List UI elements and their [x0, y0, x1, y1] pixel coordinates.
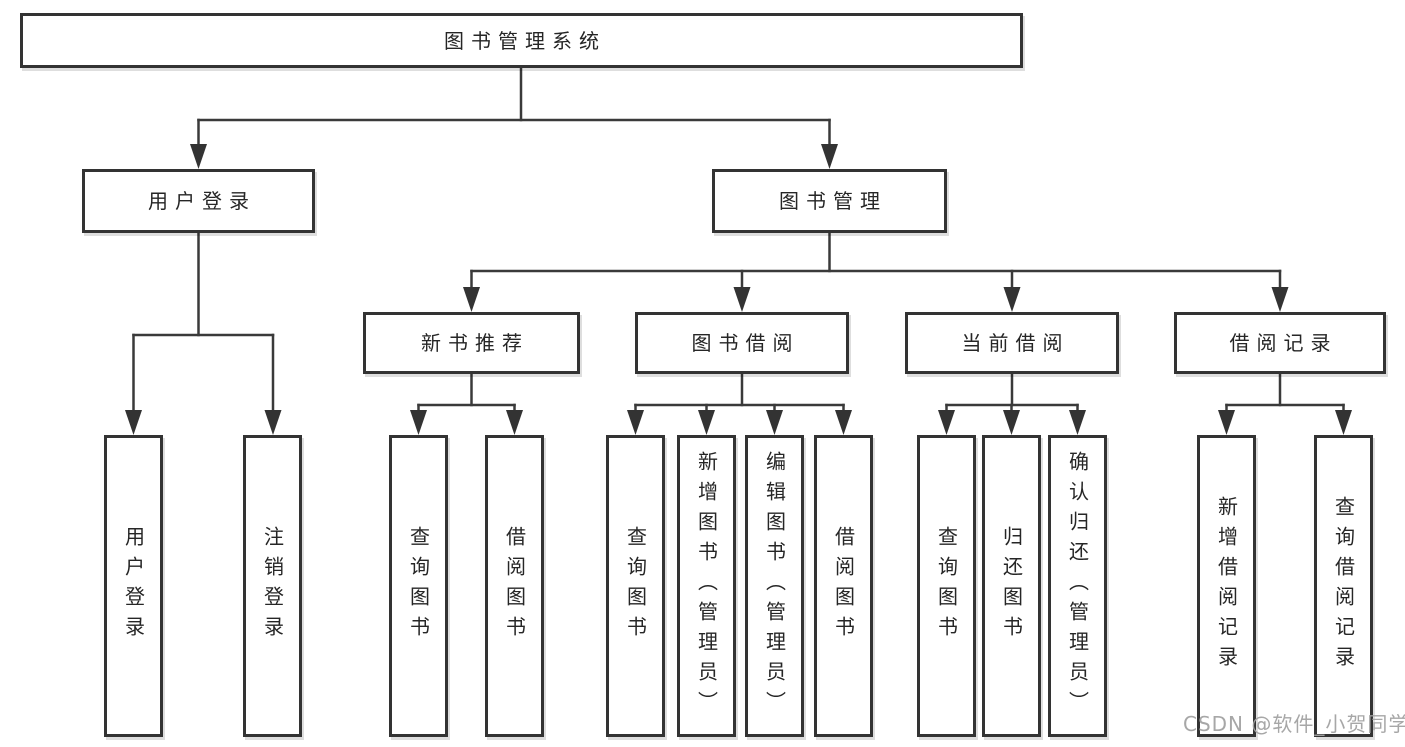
watermark-csdn: CSDN @软件_小贺同学 [1183, 712, 1405, 736]
arrowhead-icons [125, 144, 1352, 435]
leaf-query-borrow-record-label: 查询借阅记录 [1331, 496, 1356, 676]
node-book-borrowing-label: 图书借阅 [691, 331, 800, 355]
leaf-query-books-recommend-label: 查询图书 [406, 526, 431, 646]
node-book-management-label: 图书管理 [779, 189, 887, 213]
node-borrowing-records: 借阅记录 [1174, 312, 1386, 374]
leaf-logout: 注销登录 [243, 435, 302, 737]
leaf-query-books-borrowing: 查询图书 [606, 435, 665, 737]
leaf-edit-books-admin-label: 编辑图书（管理员） [762, 451, 787, 721]
leaf-borrow-books-recommend-label: 借阅图书 [502, 526, 527, 646]
node-new-book-recommend: 新书推荐 [363, 312, 580, 374]
node-root-label: 图书管理系统 [444, 28, 606, 53]
node-root-system: 图书管理系统 [20, 13, 1023, 68]
node-user-login: 用户登录 [82, 169, 315, 233]
leaf-edit-books-admin: 编辑图书（管理员） [745, 435, 804, 737]
leaf-return-books: 归还图书 [982, 435, 1041, 737]
leaf-borrow-books: 借阅图书 [814, 435, 873, 737]
leaf-query-books-recommend: 查询图书 [389, 435, 448, 737]
leaf-add-books-admin: 新增图书（管理员） [677, 435, 736, 737]
leaf-query-borrow-record: 查询借阅记录 [1314, 435, 1373, 737]
leaf-query-books-current-label: 查询图书 [934, 526, 959, 646]
leaf-confirm-return-admin-label: 确认归还（管理员） [1065, 451, 1090, 721]
leaf-return-books-label: 归还图书 [999, 526, 1024, 646]
node-user-login-label: 用户登录 [148, 189, 256, 213]
leaf-add-borrow-record-label: 新增借阅记录 [1214, 496, 1239, 676]
node-current-borrowing-label: 当前借阅 [961, 331, 1070, 355]
leaf-borrow-books-label: 借阅图书 [831, 526, 856, 646]
leaf-user-login: 用户登录 [104, 435, 163, 737]
node-borrowing-records-label: 借阅记录 [1229, 331, 1338, 355]
leaf-add-borrow-record: 新增借阅记录 [1197, 435, 1256, 737]
node-book-management: 图书管理 [712, 169, 947, 233]
node-new-book-recommend-label: 新书推荐 [421, 331, 529, 355]
leaf-confirm-return-admin: 确认归还（管理员） [1048, 435, 1107, 737]
node-current-borrowing: 当前借阅 [905, 312, 1119, 374]
leaf-query-books-borrowing-label: 查询图书 [623, 526, 648, 646]
leaf-borrow-books-recommend: 借阅图书 [485, 435, 544, 737]
leaf-query-books-current: 查询图书 [917, 435, 976, 737]
leaf-add-books-admin-label: 新增图书（管理员） [694, 451, 719, 721]
leaf-logout-label: 注销登录 [260, 526, 285, 646]
leaf-user-login-label: 用户登录 [121, 526, 146, 646]
node-book-borrowing: 图书借阅 [635, 312, 849, 374]
